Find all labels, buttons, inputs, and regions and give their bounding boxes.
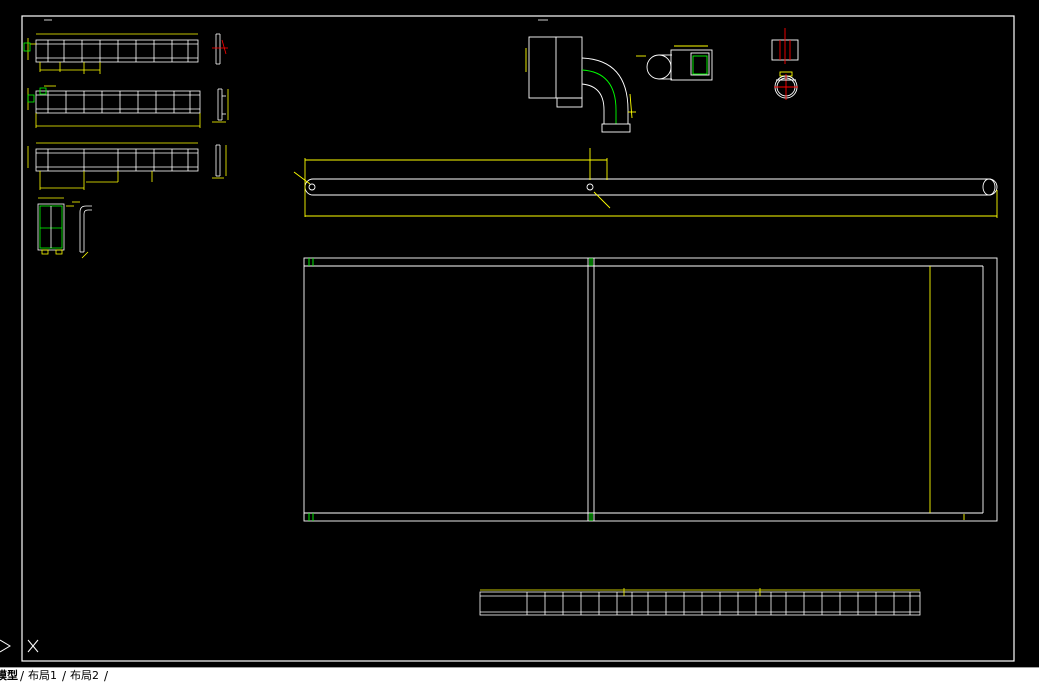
- ladder-elevation-3: [27, 142, 227, 190]
- bottom-ladder-view: [479, 588, 921, 616]
- flange-detail: [771, 28, 799, 100]
- ladder-elevation-2: [27, 85, 229, 128]
- tab-separator: /: [104, 669, 109, 683]
- plan-view: [303, 257, 998, 522]
- layout-tab-bar: 模型 / 布局1 / 布局2 /: [0, 667, 1039, 684]
- pipe-elbow-detail: [525, 36, 636, 133]
- drawing-frame: [21, 15, 1015, 662]
- section-detail: [37, 197, 92, 259]
- tab-separator: /: [20, 669, 25, 683]
- ucs-icon: [0, 639, 39, 653]
- ladder-elevation-1: [23, 33, 228, 74]
- tube-elevation: [293, 148, 998, 218]
- model-space-canvas[interactable]: [0, 0, 1039, 667]
- tab-layout2[interactable]: 布局2: [70, 669, 99, 682]
- tab-layout1[interactable]: 布局1: [28, 669, 57, 682]
- tab-separator: /: [62, 669, 67, 683]
- tab-model[interactable]: 模型: [0, 669, 18, 682]
- pipe-section-detail: [636, 45, 713, 81]
